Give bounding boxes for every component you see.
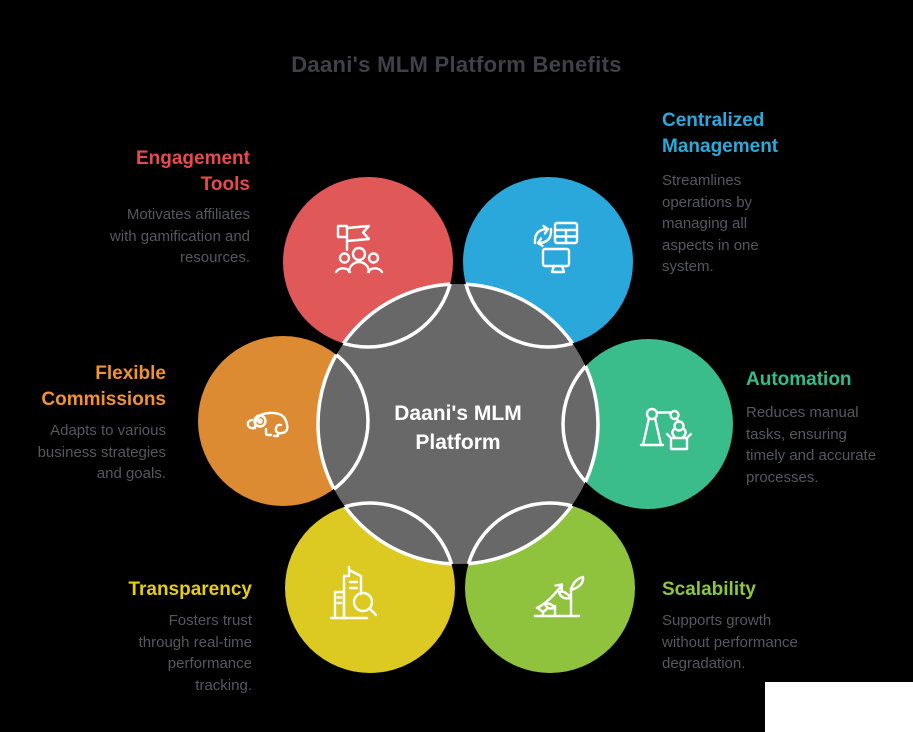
center-circle (318, 284, 598, 564)
benefit-desc-engagement-tools: Motivates affiliates with gamification a… (109, 206, 250, 266)
benefit-label-automation: Automation (746, 369, 852, 390)
benefit-desc-automation: Reduces manual tasks, ensuring timely an… (746, 404, 877, 486)
benefit-label-flexible-commissions: Flexible Commissions (41, 363, 166, 410)
benefit-desc-flexible-commissions: Adapts to various business strategies an… (37, 422, 166, 482)
overlap-strokes-satellites (318, 284, 598, 564)
center-label-line2: Platform (415, 431, 501, 454)
center-circle-label: Daani's MLM Platform (338, 399, 578, 457)
benefit-label-transparency: Transparency (128, 579, 252, 600)
benefit-desc-transparency: Fosters trust through real-time performa… (138, 612, 252, 694)
benefit-label-engagement-tools: Engagement Tools (135, 148, 250, 195)
chameleon-icon (246, 411, 289, 438)
benefit-label-centralized-management: Centralized Management (662, 110, 779, 157)
benefit-label-scalability: Scalability (662, 579, 756, 600)
sync-devices-icon (533, 221, 579, 274)
benefit-desc-scalability: Supports growth without performance degr… (662, 612, 798, 672)
center-label-line1: Daani's MLM (394, 402, 522, 425)
benefit-desc-centralized-management: Streamlines operations by managing all a… (662, 172, 759, 275)
white-corner-patch (765, 682, 913, 732)
page-title: Daani's MLM Platform Benefits (291, 52, 622, 77)
robot-arm-icon (639, 407, 693, 451)
audit-building-icon (329, 565, 378, 620)
growth-plant-icon (533, 575, 585, 618)
flag-team-icon (334, 224, 384, 274)
